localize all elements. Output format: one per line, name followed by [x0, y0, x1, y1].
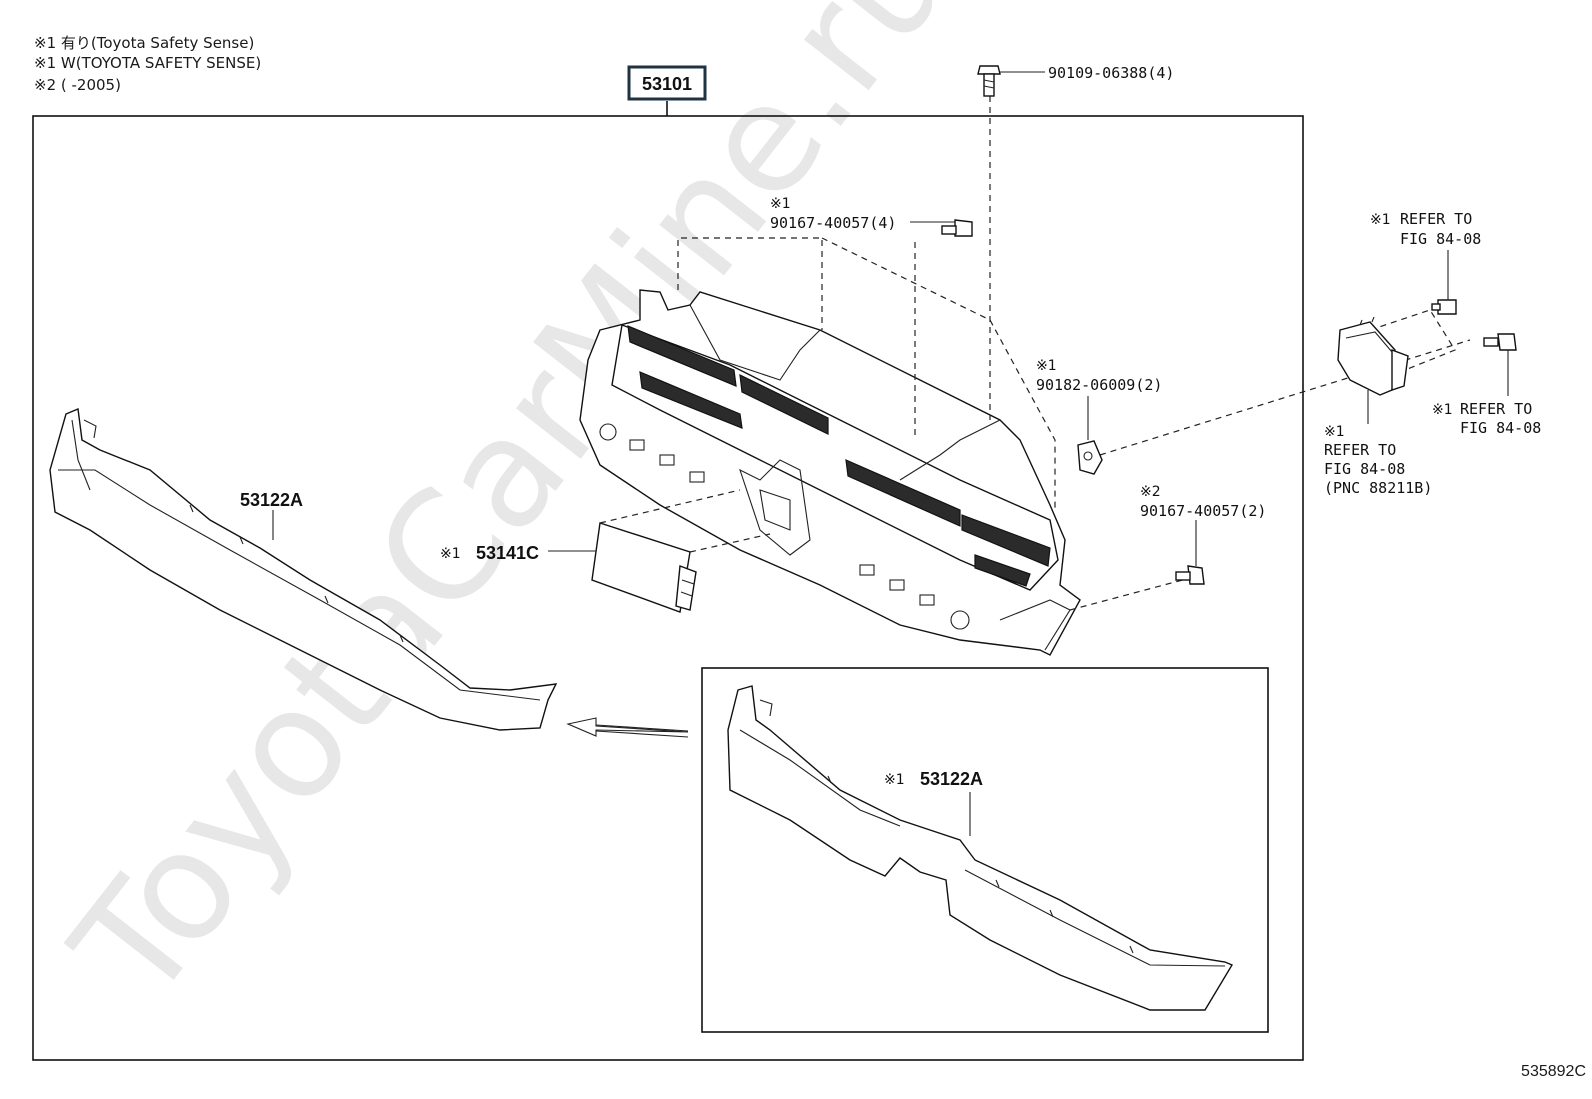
inset-frame [701, 667, 1269, 1033]
sensor-bolt-right-icon [1483, 333, 1517, 351]
assembly-guide-lines [599, 96, 1471, 611]
bolt-grille-label[interactable]: 90167-40057(4) [770, 214, 896, 232]
main-part-box[interactable] [627, 65, 707, 101]
molding-left-drawing [49, 408, 558, 731]
bolt-grille-icon [941, 219, 973, 237]
sensor-bolt-top-icon [1431, 299, 1457, 315]
emblem-mark: ※1 [440, 546, 461, 562]
note-production-range: ※2 ( -2005) [34, 76, 121, 94]
sensor-bracket-drawing [1337, 316, 1409, 396]
bolt-grille-mark: ※1 [770, 196, 791, 212]
figure-id: 535892C [1521, 1063, 1586, 1080]
refer-b-line1[interactable]: REFER TO [1460, 400, 1532, 418]
clip-label[interactable]: 90182-06009(2) [1036, 376, 1162, 394]
refer-a-line2[interactable]: FIG 84-08 [1400, 230, 1481, 248]
bolt-side-mark: ※2 [1140, 484, 1161, 500]
refer-a-line1[interactable]: REFER TO [1400, 210, 1472, 228]
clip-mark: ※1 [1036, 358, 1057, 374]
emblem-drawing [591, 522, 697, 613]
bolt-top-icon [977, 65, 1001, 97]
inset-arrow [566, 717, 689, 738]
refer-a-mark: ※1 [1370, 212, 1391, 228]
refer-c-line3[interactable]: (PNC 88211B) [1324, 479, 1432, 497]
molding-inset-label[interactable]: 53122A [920, 769, 983, 789]
refer-b-mark: ※1 [1432, 402, 1453, 418]
main-part-number: 53101 [642, 74, 692, 94]
assembly-frame [32, 115, 1304, 1061]
bolt-top-label[interactable]: 90109-06388(4) [1048, 64, 1174, 82]
molding-left-label[interactable]: 53122A [240, 490, 303, 510]
emblem-label[interactable]: 53141C [476, 543, 539, 563]
refer-c-line1[interactable]: REFER TO [1324, 441, 1396, 459]
bolt-side-label[interactable]: 90167-40057(2) [1140, 502, 1266, 520]
refer-c-mark: ※1 [1324, 424, 1345, 440]
molding-inset-mark: ※1 [884, 772, 905, 788]
refer-c-line2[interactable]: FIG 84-08 [1324, 460, 1405, 478]
note-safety-sense-en: ※1 W(TOYOTA SAFETY SENSE) [34, 54, 262, 72]
clip-icon [1077, 440, 1103, 475]
molding-inset-drawing [727, 685, 1234, 1011]
grille-assembly-drawing [579, 289, 1081, 656]
note-safety-sense-jp: ※1 有り(Toyota Safety Sense) [34, 34, 255, 52]
refer-b-line2[interactable]: FIG 84-08 [1460, 419, 1541, 437]
bolt-side-icon [1175, 565, 1205, 585]
